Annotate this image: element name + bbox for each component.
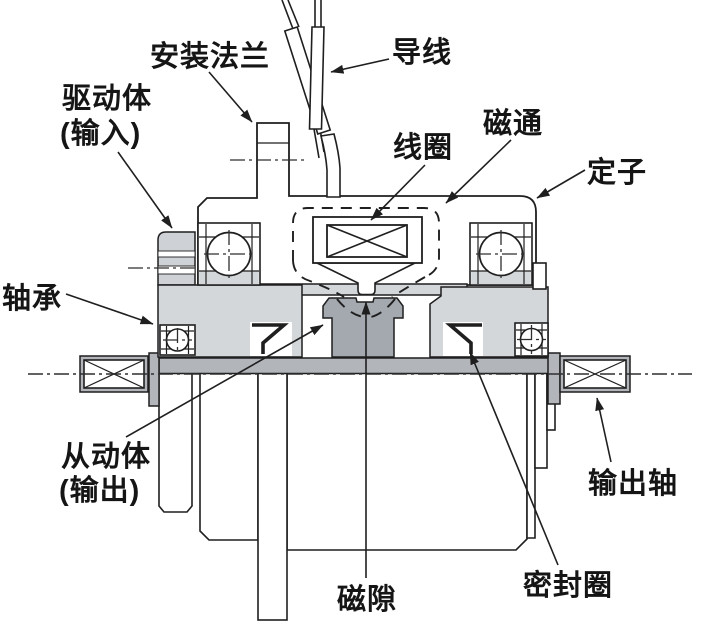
lead-wires (281, 0, 341, 198)
leader-magnetic-flux (445, 139, 512, 204)
housing-body (158, 372, 556, 621)
right-collar (547, 352, 561, 405)
label-bearing: 轴承 (2, 282, 62, 315)
leader-mounting-flange (208, 71, 253, 123)
leader-lead-wire (330, 58, 390, 74)
driven-body (157, 283, 549, 358)
driver-hub (157, 231, 196, 286)
left-collar (148, 352, 160, 407)
labels: 安装法兰 导线 驱动体 (输入) 线圈 磁通 定子 轴承 从动体 (输出) 磁隙… (2, 36, 678, 616)
coil (312, 216, 423, 264)
label-lead-wire: 导线 (392, 36, 452, 69)
stator-outline (197, 122, 537, 286)
leader-stator (536, 169, 586, 199)
right-seal-pocket (443, 322, 483, 356)
wire-sleeve-right (308, 26, 325, 130)
leader-driver (117, 151, 173, 229)
label-driven-line1: 从动体 (61, 440, 151, 473)
wire-tube (320, 133, 341, 198)
label-magnetic-gap: 磁隙 (337, 582, 397, 616)
leader-coil (370, 164, 426, 221)
leader-bearing (65, 293, 154, 325)
leader-arrows (65, 58, 612, 578)
label-coil: 线圈 (393, 131, 453, 164)
left-seal-pocket (250, 322, 292, 356)
leader-seal-ring (469, 351, 559, 566)
axis-lines (28, 159, 692, 375)
label-driver-line2: (输入) (60, 116, 141, 150)
left-seal-ring (252, 323, 289, 354)
stator-pole-funnel (316, 262, 416, 296)
label-stator: 定子 (587, 155, 647, 189)
shaft-bar (158, 357, 551, 375)
armature (322, 297, 404, 358)
leader-driven (125, 324, 324, 438)
magnetic-flux-path (292, 207, 440, 318)
stator-right-tab (532, 262, 547, 290)
right-seal-ring (445, 323, 482, 354)
label-mounting-flange: 安装法兰 (150, 40, 270, 73)
mounting-flange-lower-plate (257, 372, 288, 621)
leader-output-shaft (595, 397, 612, 463)
label-magnetic-flux: 磁通 (483, 106, 543, 140)
label-output-shaft: 输出轴 (588, 466, 678, 500)
label-seal-ring: 密封圈 (523, 568, 613, 602)
label-driven-line2: (输出) (59, 473, 140, 507)
label-driver-line1: 驱动体 (62, 82, 152, 115)
